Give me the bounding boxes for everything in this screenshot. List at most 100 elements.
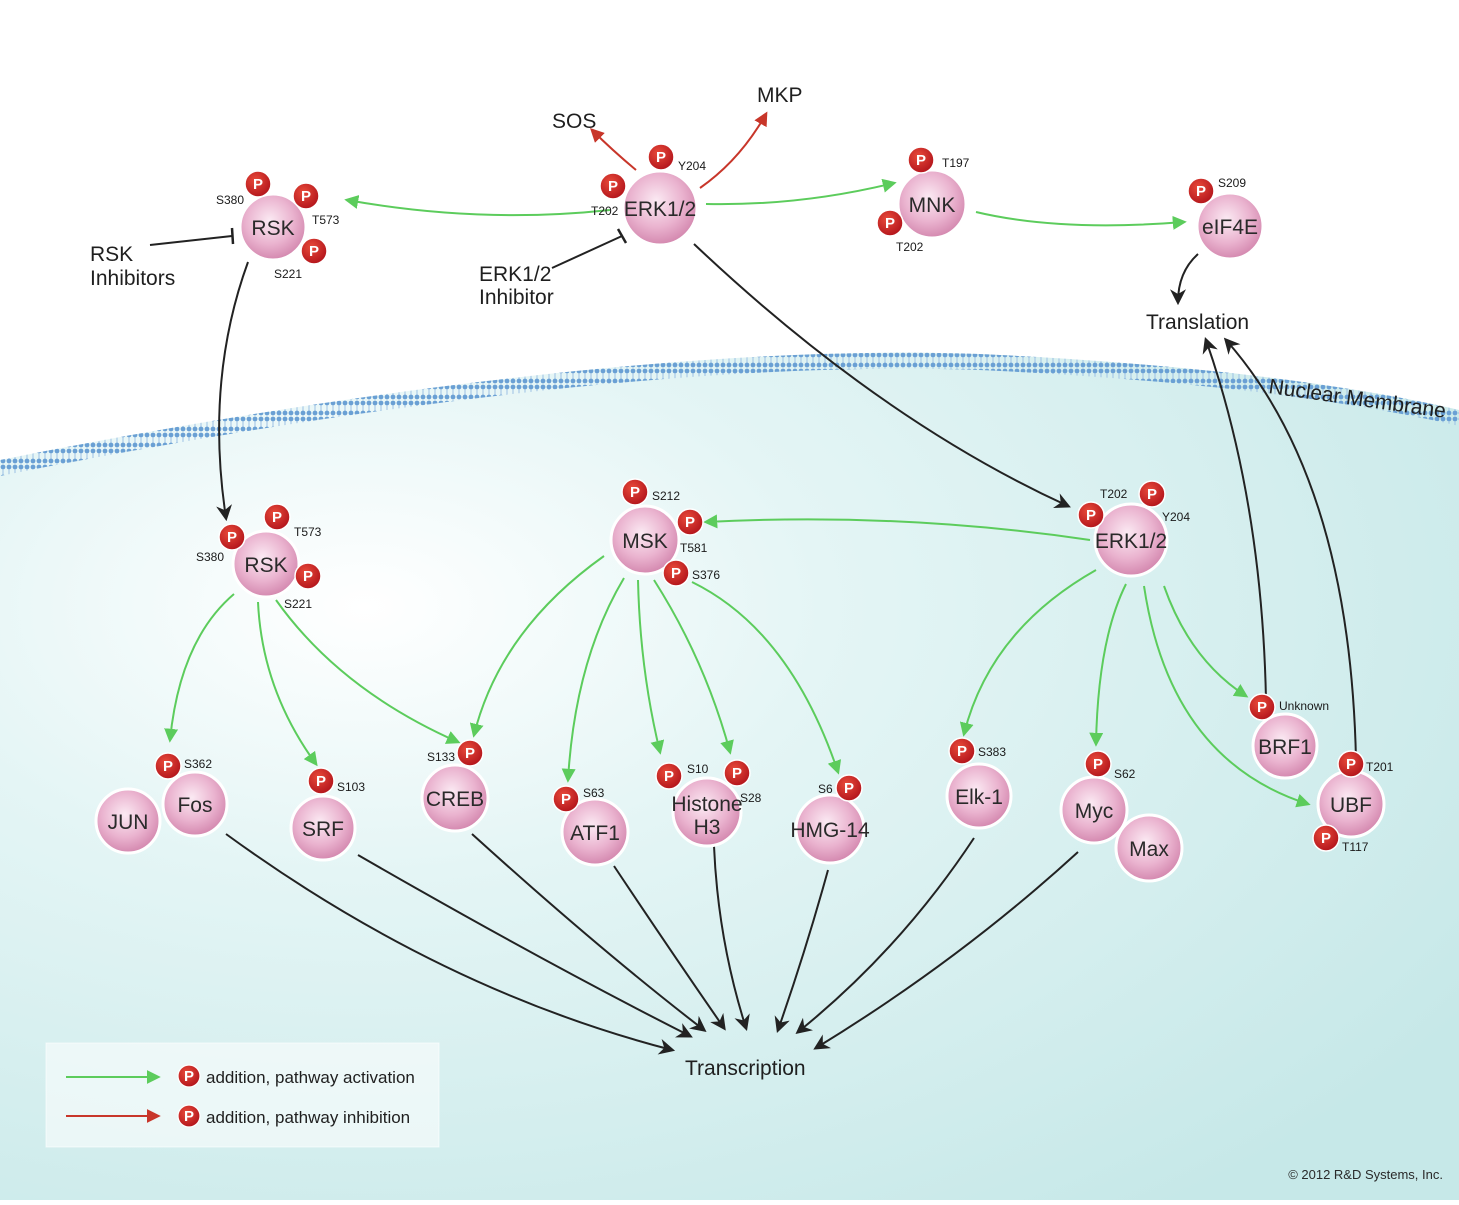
label-translation: Translation xyxy=(1146,311,1249,334)
phospho-ubf-t117: P xyxy=(1312,824,1340,852)
node-label: ERK1/2 xyxy=(1095,530,1167,553)
arrow-msk-atf1 xyxy=(561,577,625,783)
arrow-myc-transcription xyxy=(813,851,1079,1050)
node-label: ATF1 xyxy=(570,822,620,845)
site-label: T573 xyxy=(312,213,340,227)
site-label: S221 xyxy=(284,597,312,611)
nuclear-membrane xyxy=(0,352,1459,476)
phospho-erk-nuc-y204: P xyxy=(1138,480,1166,508)
site-label: Unknown xyxy=(1279,699,1329,713)
node-label: CREB xyxy=(426,788,484,811)
label-erk-inhibitor-line2: Inhibitor xyxy=(479,286,554,309)
site-label: S63 xyxy=(583,786,605,800)
label-transcription: Transcription xyxy=(685,1057,806,1080)
node-max: Max xyxy=(1114,813,1184,883)
node-hmg14: HMG-14 xyxy=(790,793,870,865)
site-label: T202 xyxy=(896,240,924,254)
svg-text:P: P xyxy=(303,568,313,585)
arrow-erknuc-ubf xyxy=(1143,585,1311,808)
arrow-msk-creb xyxy=(469,555,605,738)
label-rsk-inhibitors-line2: Inhibitors xyxy=(90,267,175,290)
copyright: © 2012 R&D Systems, Inc. xyxy=(1288,1167,1443,1182)
svg-text:P: P xyxy=(1346,756,1356,773)
arrow-creb-transcription xyxy=(471,833,707,1032)
site-label: T202 xyxy=(1100,487,1128,501)
node-eif4e: eIF4E xyxy=(1195,191,1265,261)
phospho-erk-nuc-t202: P xyxy=(1077,501,1105,529)
site-label: S221 xyxy=(274,267,302,281)
svg-text:P: P xyxy=(1093,756,1103,773)
svg-text:P: P xyxy=(253,176,263,193)
node-label: RSK xyxy=(251,217,294,240)
node-label: Fos xyxy=(177,794,212,817)
svg-text:P: P xyxy=(163,758,173,775)
site-label: T197 xyxy=(942,156,970,170)
phospho-rsk-cyto-s380: P xyxy=(244,170,272,198)
node-histone-h3: Histone H3 xyxy=(671,776,743,848)
site-label: S380 xyxy=(196,550,224,564)
phospho-rsk-cyto-s221: P xyxy=(300,237,328,265)
svg-text:P: P xyxy=(1086,507,1096,524)
site-label: S362 xyxy=(184,757,212,771)
arrow-ubf-translation xyxy=(1223,337,1357,761)
phospho-brf1-unknown: P xyxy=(1248,693,1276,721)
arrow-erk-inhibitor xyxy=(551,235,623,269)
svg-text:P: P xyxy=(685,514,695,531)
arrow-erk-sos xyxy=(590,128,637,171)
node-label: JUN xyxy=(108,811,149,834)
svg-text:P: P xyxy=(608,178,618,195)
phospho-badges: P P P P P P P P P P P P P P P P P P P P … xyxy=(154,143,1365,852)
arrow-erknuc-msk xyxy=(703,514,1091,541)
arrows xyxy=(149,111,1357,1055)
node-label: BRF1 xyxy=(1258,736,1312,759)
legend-inhibition-label: addition, pathway inhibition xyxy=(206,1108,410,1127)
node-atf1: ATF1 xyxy=(560,797,630,867)
site-label: T573 xyxy=(294,525,322,539)
label-rsk-inhibitors-line1: RSK xyxy=(90,243,133,266)
arrow-srf-transcription xyxy=(357,854,693,1038)
site-label: T201 xyxy=(1366,760,1394,774)
phospho-srf-s103: P xyxy=(307,767,335,795)
legend-inhibition-phospho-icon: P xyxy=(177,1104,201,1128)
site-label: S62 xyxy=(1114,767,1136,781)
node-label: ERK1/2 xyxy=(624,198,696,221)
arrow-eif4e-translation xyxy=(1170,253,1199,306)
node-label: eIF4E xyxy=(1202,216,1258,239)
node-erk-nuc: ERK1/2 xyxy=(1093,502,1169,578)
site-label: T117 xyxy=(1342,840,1369,854)
site-label: S6 xyxy=(818,782,833,796)
arrow-rsknuc-fos xyxy=(164,593,235,743)
phospho-rsk-nuc-s380: P xyxy=(218,523,246,551)
rsk-inhibitor-bar xyxy=(230,227,235,245)
node-label: RSK xyxy=(244,554,287,577)
site-label: Y204 xyxy=(678,159,706,173)
phospho-msk-t581: P xyxy=(676,508,704,536)
phospho-fos-s362: P xyxy=(154,752,182,780)
legend-activation-label: addition, pathway activation xyxy=(206,1068,415,1087)
site-label: S376 xyxy=(692,568,720,582)
phospho-rsk-cyto-t573: P xyxy=(292,182,320,210)
phospho-mnk-t197: P xyxy=(907,146,935,174)
phospho-ubf-t201: P xyxy=(1337,750,1365,778)
legend-activation-phospho-icon: P xyxy=(177,1064,201,1088)
node-creb: CREB xyxy=(420,763,490,833)
arrow-erk-rsk xyxy=(344,195,611,217)
svg-text:P: P xyxy=(1321,830,1331,847)
node-label: HMG-14 xyxy=(790,819,870,842)
node-label: Max xyxy=(1129,838,1169,861)
erk-inhibitor-bar xyxy=(616,228,628,244)
svg-text:P: P xyxy=(732,765,742,782)
arrow-mnk-eif4e xyxy=(975,211,1187,230)
phospho-mnk-t202: P xyxy=(876,209,904,237)
phospho-hmg14-s6: P xyxy=(835,774,863,802)
arrow-fos-transcription xyxy=(225,833,676,1055)
node-label: Elk-1 xyxy=(955,786,1003,809)
node-fos: Fos xyxy=(161,770,229,838)
arrow-msk-histone-s28 xyxy=(653,579,734,755)
phospho-eif4e-s209: P xyxy=(1187,177,1215,205)
site-label: S383 xyxy=(978,745,1006,759)
arrow-erknuc-myc xyxy=(1089,583,1127,747)
site-label: S10 xyxy=(687,762,709,776)
phospho-msk-s212: P xyxy=(621,478,649,506)
